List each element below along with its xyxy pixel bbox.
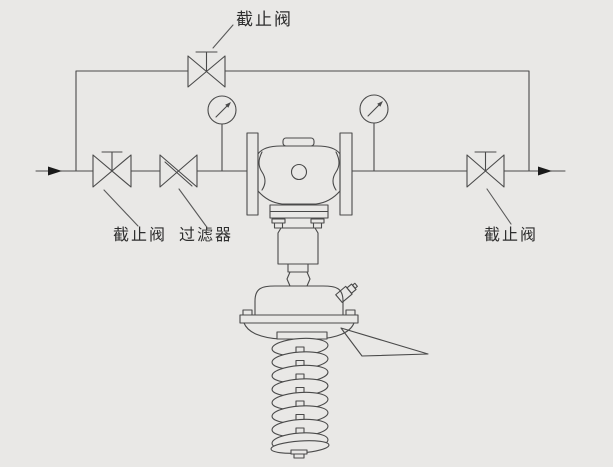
regulator-valve-body [246, 132, 353, 216]
bypass-globe-valve-icon [187, 51, 226, 88]
leader-inlet-valve [103, 189, 139, 227]
valve-left-flange [246, 132, 259, 216]
leader-outlet-valve [486, 188, 512, 225]
bypass-line [75, 70, 530, 172]
label-bypass-valve: 截止阀 [236, 10, 293, 29]
flange-bolt-icon [345, 309, 356, 316]
actuator-flange [239, 314, 359, 324]
inlet-globe-valve-icon [92, 151, 132, 188]
stem-nut-icon [286, 271, 311, 287]
inlet-pressure-gauge-icon [207, 95, 237, 172]
actuator-spring [270, 331, 330, 459]
outlet-pressure-gauge-icon [359, 94, 389, 172]
flange-bolt-icon [242, 309, 253, 316]
strainer-icon [159, 154, 198, 188]
leader-filter [178, 188, 207, 227]
valve-bonnet [269, 204, 329, 287]
spring-bottom-nut-icon [290, 449, 308, 455]
flow-in-arrow-icon [48, 166, 62, 176]
bonnet-bolt-icon [310, 218, 325, 224]
vent-fitting-icon [335, 282, 358, 303]
flow-out-arrow-icon [538, 166, 552, 176]
valve-right-flange [339, 132, 353, 216]
bonnet-bolt-icon [271, 218, 286, 224]
label-outlet-valve: 截止阀 [484, 227, 539, 244]
label-inlet-valve: 截止阀 [113, 227, 168, 244]
valve-port-circle [290, 163, 308, 181]
valve-top-boss [282, 137, 315, 147]
leader-lines [103, 24, 512, 227]
label-filter: 过滤器 [179, 227, 234, 244]
outlet-globe-valve-icon [466, 151, 505, 188]
diaphragm-actuator [239, 282, 359, 340]
leader-bypass-valve [212, 24, 234, 49]
pointer-arrow-icon [340, 327, 429, 357]
